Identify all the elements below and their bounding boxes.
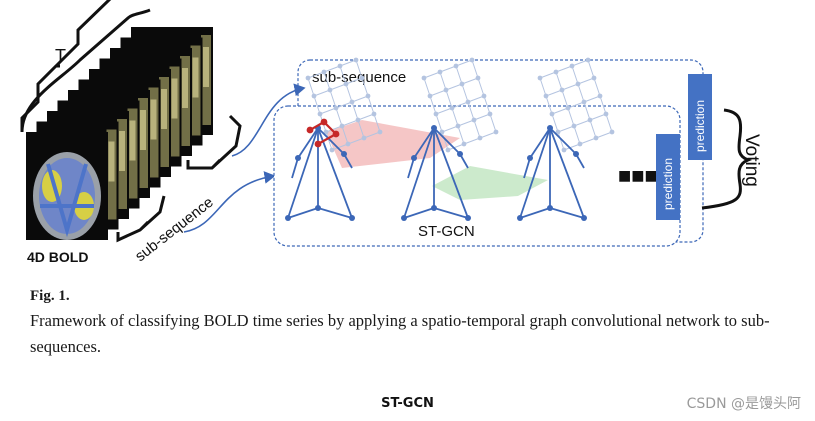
subseq-label-lower: sub-sequence	[132, 194, 217, 265]
temporal-edge-green	[432, 166, 548, 200]
caption-text: Framework of classifying BOLD time serie…	[30, 311, 770, 356]
framework-figure: T 4D BOLD sub-sequence sub-sequence ST-G…	[20, 0, 762, 265]
section-title: ST-GCN	[381, 396, 434, 411]
prediction-label-2: prediction	[661, 158, 675, 210]
temporal-edge-red	[326, 120, 460, 168]
arrow-upper	[231, 83, 306, 157]
brain-front-slice	[33, 152, 101, 240]
spatial-graph	[285, 57, 383, 221]
subseq-brace-lower	[116, 195, 166, 243]
time-brace	[20, 0, 112, 132]
spatial-graph	[517, 57, 615, 221]
model-label: ST-GCN	[418, 223, 475, 240]
prediction-label-1: prediction	[693, 100, 707, 152]
arrow-lower	[183, 171, 276, 233]
ellipsis-dots: ■■■	[618, 168, 658, 184]
time-axis-label: T	[55, 46, 66, 66]
figure-number: Fig. 1.	[30, 288, 70, 304]
figure-caption: Fig. 1. Framework of classifying BOLD ti…	[30, 286, 790, 360]
watermark: CSDN @是馒头阿	[686, 396, 801, 412]
bold-slice-stack	[26, 27, 213, 240]
voting-brace	[701, 108, 753, 210]
graph-sequence	[285, 57, 615, 221]
voting-label: Voting	[741, 134, 762, 187]
prediction-box-2	[656, 134, 680, 220]
subseq-label-upper: sub-sequence	[312, 69, 406, 86]
time-brace-top	[20, 8, 151, 133]
input-label: 4D BOLD	[27, 249, 88, 265]
subseq-brace-upper	[186, 114, 242, 170]
spatial-graph	[401, 57, 499, 221]
prediction-box-1	[688, 74, 712, 160]
